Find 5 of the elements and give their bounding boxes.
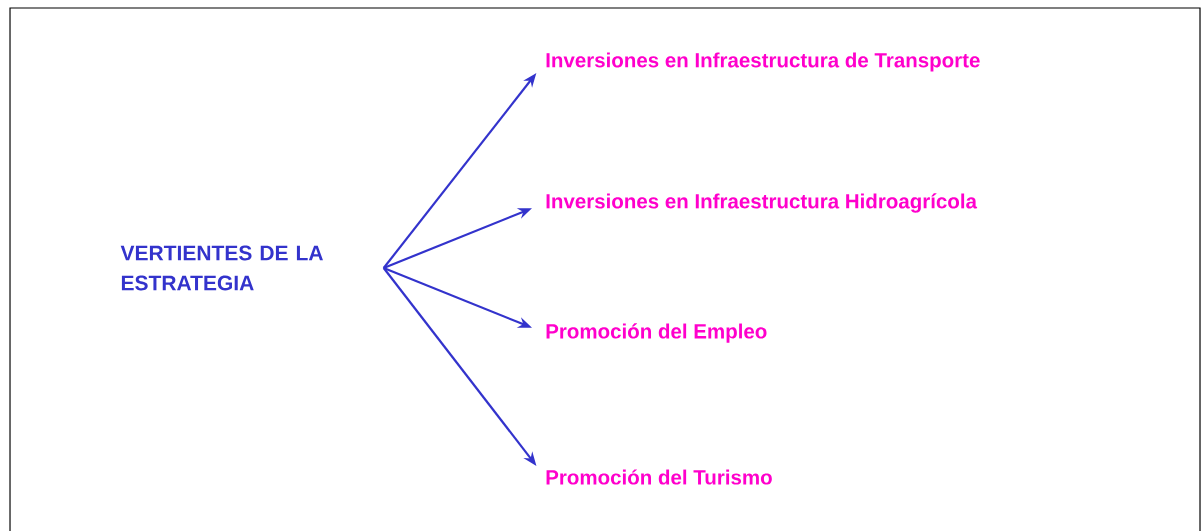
branch-label: Promoción del Empleo	[546, 323, 767, 343]
branch-label: Inversiones en Infraestructura Hidroagrícola	[546, 193, 978, 213]
branch-label: Promoción del Turismo	[546, 469, 772, 485]
source-label: VERTIENTES DE LA ESTRATEGIA	[120, 245, 323, 291]
branch-label: Inversiones en Infraestructura de Transporte	[546, 52, 980, 72]
